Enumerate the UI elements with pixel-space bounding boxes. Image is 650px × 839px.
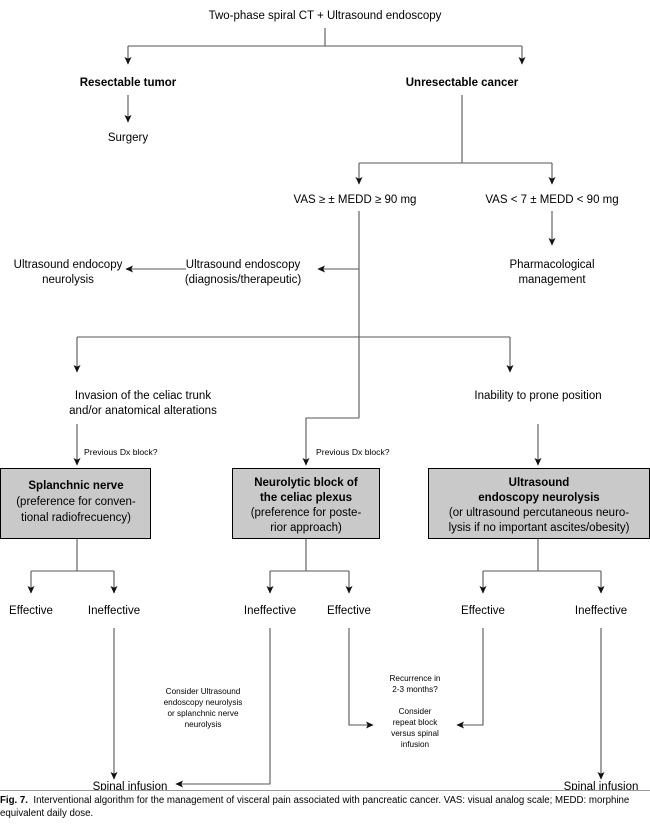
box-splanchnic-line-3: tional radiofrecuency) — [21, 512, 131, 524]
node-resectable-tumor: Resectable tumor — [80, 77, 177, 89]
note-recurrence-line-1: Recurrence in — [390, 674, 441, 683]
note-repeat-block-line-1: Consider — [399, 707, 432, 716]
label-previous-dx-block-mid: Previous Dx block? — [316, 447, 390, 457]
node-us-endoscopy-l1: Ultrasound endoscopy — [186, 259, 301, 271]
note-consider-us-line-1: Consider Ultrasound — [166, 687, 241, 696]
node-us-endocopy-neurolysis-l2: neurolysis — [42, 274, 94, 286]
box-neurolytic-line-3: (preference for poste- — [251, 507, 362, 519]
note-consider-us-line-4: neurolysis — [185, 720, 222, 729]
note-consider-us-line-3: or splanchnic nerve — [168, 709, 239, 718]
note-repeat-block-line-3: versus spinal — [391, 729, 439, 738]
node-vas-low: VAS < 7 ± MEDD < 90 mg — [485, 194, 618, 206]
node-inability-prone: Inability to prone position — [474, 390, 601, 402]
edge-mid-ineffective-down — [175, 628, 271, 788]
node-invasion-l1: Invasion of the celiac trunk — [75, 390, 211, 402]
figure-label: Fig. 7. — [0, 795, 28, 806]
outcome-left-effective: Effective — [9, 605, 53, 617]
box-neurolytic-line-1: Neurolytic block of — [254, 477, 358, 489]
outcome-mid-effective: Effective — [327, 605, 371, 617]
box-splanchnic-line-1: Splanchnic nerve — [28, 480, 123, 492]
terminal-spinal-infusion-left: Spinal infusion — [93, 781, 168, 790]
box-neurolytic-block — [232, 468, 380, 539]
caption-divider — [0, 790, 650, 791]
note-recurrence-line-2: 2-3 months? — [392, 685, 438, 694]
box-usneuro-line-2: endoscopy neurolysis — [478, 492, 599, 504]
note-repeat-block-line-2: repeat block — [393, 718, 439, 727]
note-repeat-block-line-4: infusion — [401, 740, 430, 749]
figure-caption-wrapper: Fig. 7. Interventional algorithm for the… — [0, 790, 650, 820]
label-previous-dx-block-left: Previous Dx block? — [84, 447, 158, 457]
node-unresectable-cancer: Unresectable cancer — [406, 77, 519, 89]
box-neurolytic-line-4: rior approach) — [270, 522, 342, 534]
outcome-mid-ineffective: Ineffective — [244, 605, 296, 617]
box-usneuro-line-3: (or ultrasound percutaneous neuro- — [449, 507, 629, 519]
node-vas-high: VAS ≥ ± MEDD ≥ 90 mg — [294, 194, 417, 206]
edge-vashigh-to-neurolytic — [302, 417, 359, 466]
edge-right-effective-to-consider — [456, 628, 484, 729]
flowchart-svg: Two-phase spiral CT + Ultrasound endosco… — [0, 10, 650, 790]
outcome-right-effective: Effective — [461, 605, 505, 617]
node-pharmacological-l2: management — [518, 274, 586, 286]
node-invasion-l2: and/or anatomical alterations — [69, 405, 217, 417]
edge-mid-effective-to-consider — [348, 628, 374, 729]
note-consider-us-line-2: endoscopy neurolysis — [164, 698, 243, 707]
figure-caption: Fig. 7. Interventional algorithm for the… — [0, 791, 650, 820]
node-us-endoscopy-l2: (diagnosis/therapeutic) — [185, 274, 302, 286]
node-surgery: Surgery — [108, 132, 149, 144]
outcome-left-ineffective: Ineffective — [88, 605, 140, 617]
outcome-right-ineffective: Ineffective — [575, 605, 627, 617]
box-usneuro-line-1: Ultrasound — [509, 477, 570, 489]
terminal-spinal-infusion-right: Spinal infusion — [564, 781, 639, 790]
node-pharmacological-l1: Pharmacological — [509, 259, 594, 271]
box-splanchnic-nerve — [0, 468, 151, 539]
box-usneuro-line-4: lysis if no important ascites/obesity) — [449, 522, 630, 534]
box-neurolytic-line-2: the celiac plexus — [260, 492, 352, 504]
figure-caption-text: Interventional algorithm for the managem… — [0, 795, 630, 819]
node-root: Two-phase spiral CT + Ultrasound endosco… — [209, 10, 442, 22]
box-splanchnic-line-2: (preference for conven- — [16, 496, 136, 508]
box-ultrasound-endoscopy-neurolysis — [428, 468, 650, 539]
node-us-endocopy-neurolysis-l1: Ultrasound endocopy — [14, 259, 123, 271]
